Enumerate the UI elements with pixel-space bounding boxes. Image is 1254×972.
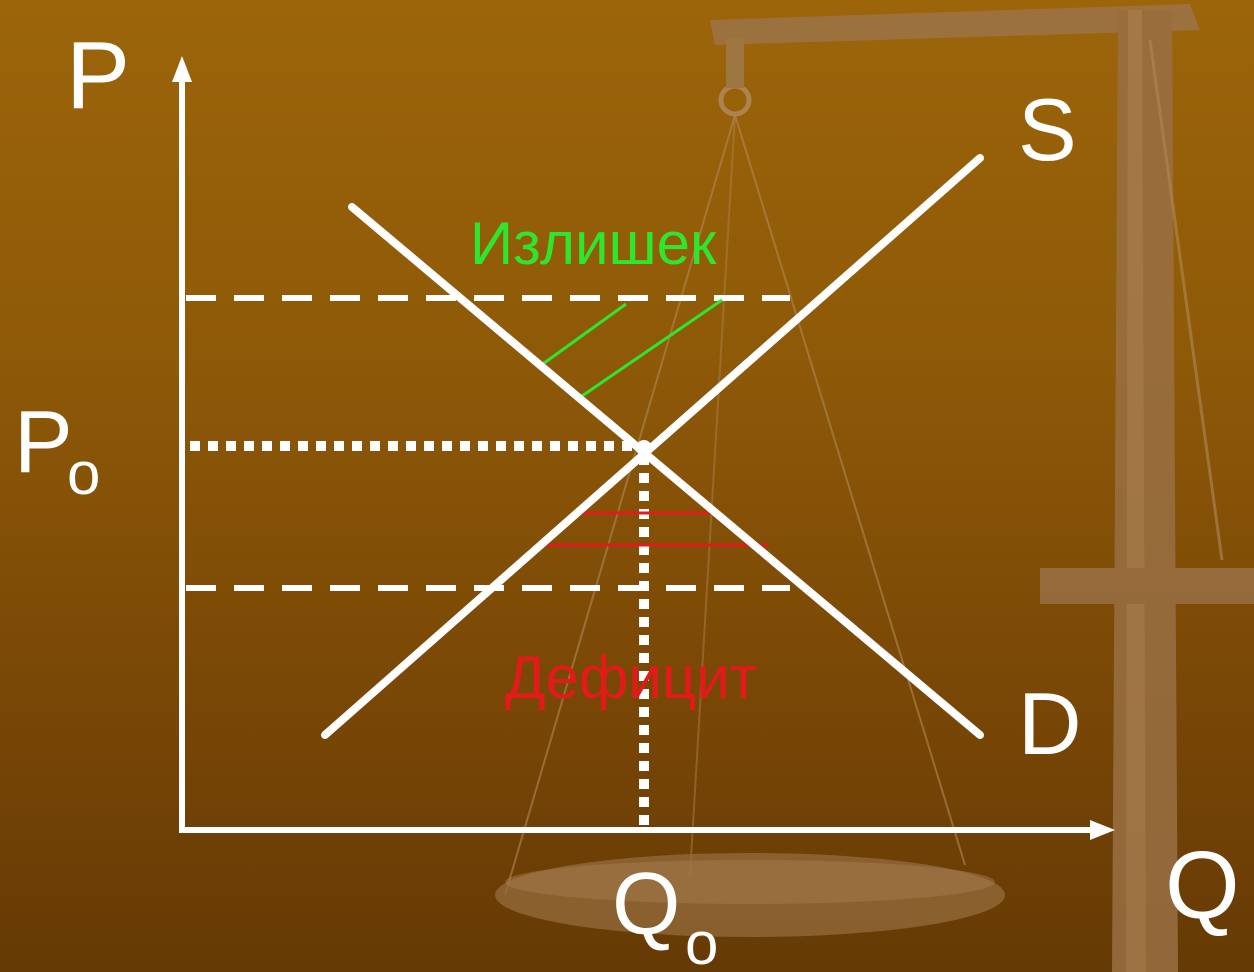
price-levels bbox=[186, 295, 790, 825]
quantity-axis-label: Q bbox=[1165, 832, 1240, 939]
equilibrium-quantity-letter: Q bbox=[612, 854, 680, 953]
equilibrium-point bbox=[636, 440, 652, 456]
quantity-axis-arrow-icon bbox=[1090, 820, 1115, 840]
deficit-label: Дефицит bbox=[505, 644, 757, 711]
supply-curve bbox=[321, 154, 984, 739]
surplus-hatching bbox=[539, 298, 723, 398]
equilibrium-price-subscript: o bbox=[67, 440, 100, 507]
price-axis-arrow-icon bbox=[172, 56, 192, 82]
deficit-hatching bbox=[538, 511, 768, 547]
equilibrium-quantity-subscript: o bbox=[685, 910, 718, 972]
equilibrium-quantity-label: Q o bbox=[612, 854, 718, 972]
axes bbox=[172, 56, 1115, 840]
balance-scale-icon bbox=[495, 4, 1254, 972]
demand-curve-label: D bbox=[1018, 674, 1082, 773]
curves bbox=[321, 154, 984, 739]
demand-curve bbox=[348, 203, 984, 739]
price-axis-label: P bbox=[66, 22, 130, 129]
surplus-label: Излишек bbox=[470, 210, 717, 277]
equilibrium-price-label: P o bbox=[14, 392, 100, 507]
supply-curve-label: S bbox=[1018, 80, 1077, 179]
equilibrium-price-letter: P bbox=[14, 392, 73, 491]
